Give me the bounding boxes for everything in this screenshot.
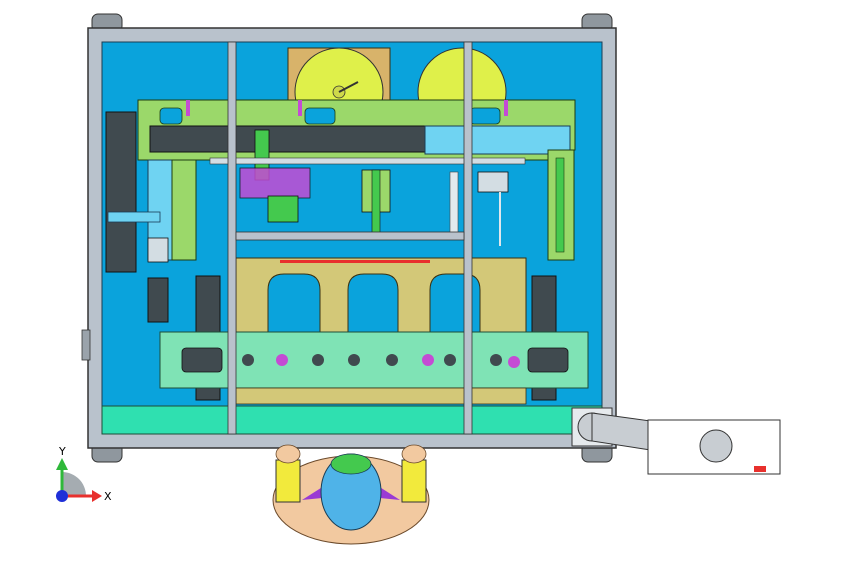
left-dark-column [105,111,137,273]
conveyor-hole-2 [276,354,288,366]
bottom-mint-base [101,405,603,435]
magenta-marker-2 [298,100,302,116]
disc-left-pointer [338,81,359,93]
gantry-cutout-2 [304,107,336,125]
left-green-guide [171,159,197,261]
magenta-marker-1 [186,100,190,116]
conveyor-hole-3 [312,354,324,366]
monitor-arm-icon [571,407,781,475]
red-strip [280,260,430,263]
gantry-cutout-1 [159,107,183,125]
triad-x-label: X [104,490,112,503]
magenta-marker-3 [504,100,508,116]
left-bracket [107,211,161,223]
triad-x-arrow [92,490,102,502]
dark-linear-rail [149,125,426,153]
pick-and-place-heads [209,129,526,246]
head-3-slider [477,171,509,193]
head-1-gripper [267,195,299,223]
khaki-arch-2 [347,273,399,337]
left-sensor-box [147,237,169,263]
fixture-plates [195,257,557,401]
right-green-post-slot [555,157,565,253]
upper-gantry [137,99,576,161]
khaki-arch-3 [429,273,481,337]
middle-white-rod-1 [449,171,459,239]
left-motor-block [147,277,169,323]
conveyor-hole-1 [242,354,254,366]
gantry-cutout-3 [469,107,501,125]
xyz-triad-icon: Y X [56,445,112,503]
operator-right-hand [401,444,427,464]
horizontal-cross-rail [209,157,526,165]
operator-left-sleeve [275,459,301,503]
operator-figure-icon [272,444,430,545]
light-blue-cover [424,125,571,155]
vertical-profile-1 [227,41,237,435]
head-2-center-rod [371,169,381,237]
vertical-profile-2 [463,41,473,435]
aluminium-profiles [227,41,473,435]
conveyor-hole-6 [422,354,434,366]
conveyor-hole-8 [490,354,502,366]
frame-hinge-left [81,329,91,361]
khaki-arch-1 [267,273,321,337]
arm-pivot-2 [699,429,733,463]
right-vertical-guide [547,149,575,261]
conveyor-right-window [527,347,569,373]
head-1-magenta-block [239,167,311,199]
conveyor-hole-9 [508,356,520,368]
triad-grey-arc [62,472,86,496]
arm-red-indicator [754,466,766,472]
triad-y-arrow [56,458,68,470]
conveyor-hole-7 [444,354,456,366]
operator-hair [330,453,372,475]
horizontal-profile-1 [235,231,465,241]
conveyor-hole-4 [348,354,360,366]
triad-y-label: Y [58,445,66,458]
conveyor-hole-5 [386,354,398,366]
operator-right-sleeve [401,459,427,503]
operator-collar-left [302,486,324,500]
operator-collar-right [378,486,400,500]
operator-left-hand [275,444,301,464]
mint-conveyor-plate [159,331,589,389]
conveyor-left-window [181,347,223,373]
left-vertical-module [105,111,197,323]
triad-z-axis [56,490,68,502]
conveyor-lower-strip [235,387,527,405]
